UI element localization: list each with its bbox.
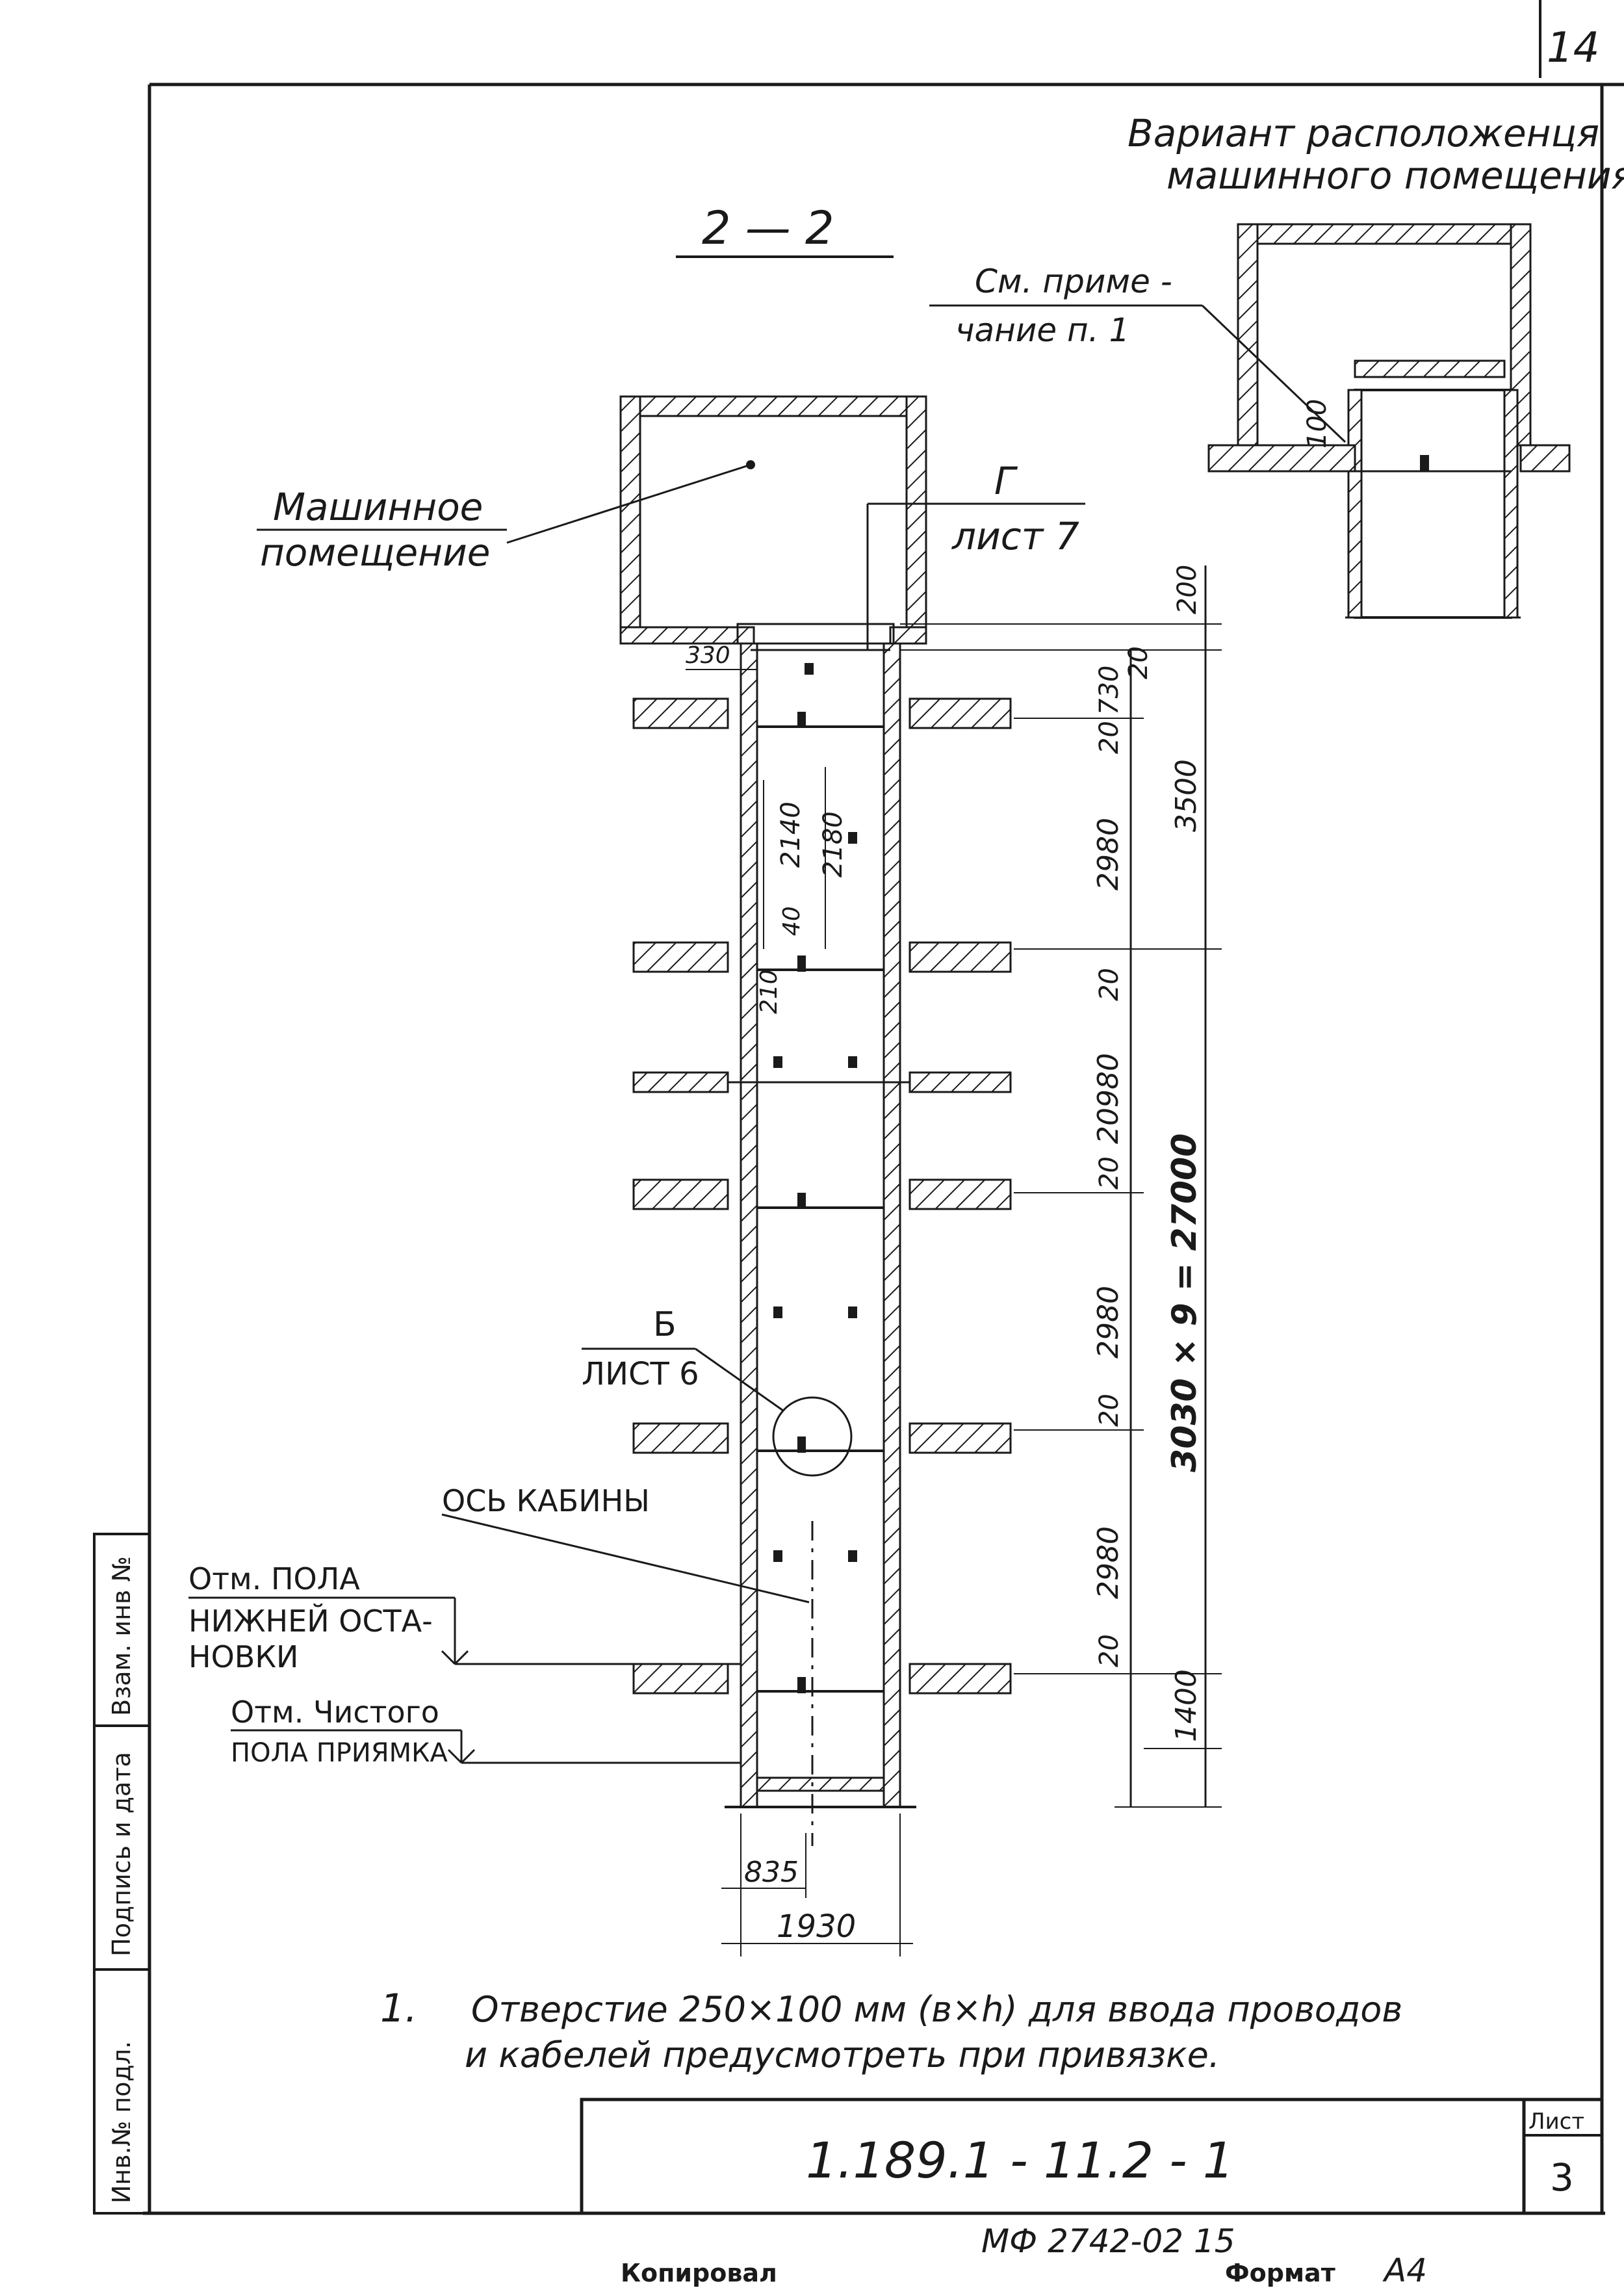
side-stamp: Инв.№ подл. Подпись и дата Взам. инв № — [93, 1533, 151, 2215]
format-label: Формат — [1225, 2259, 1335, 2287]
dim-2980-b: 2980 — [1092, 1286, 1125, 1358]
dimension-chain-right: 200 20 730 20 3500 2980 20 20980 20 2980… — [900, 565, 1222, 1808]
page-number: 14 — [1547, 24, 1599, 72]
cabin-axis: ОСЬ КАБИНЫ — [441, 1483, 814, 1846]
lift-shaft — [725, 642, 916, 1808]
dim-730: 730 — [1094, 666, 1124, 715]
dim-210: 210 — [756, 969, 782, 1014]
dim-27000: 3030 × 9 = 27000 — [1165, 1134, 1204, 1472]
dim-20980: 20980 — [1092, 1053, 1125, 1144]
floor-marks: Отм. ПОЛА НИЖНЕЙ ОСТА- НОВКИ Отм. Чистог… — [188, 1561, 741, 1768]
dim-200: 200 — [1172, 565, 1202, 614]
ref-b-letter: Б — [653, 1305, 677, 1344]
variant-note-line1: См. приме - — [975, 263, 1172, 300]
stamp-podpis-data: Подпись и дата — [107, 1752, 136, 1956]
machine-room-label-line1: Машинное — [273, 485, 483, 529]
footer: МФ 2742-02 15 Копировал Формат А4 — [621, 2222, 1427, 2288]
format-value: А4 — [1382, 2252, 1427, 2288]
dim-20-d: 20 — [1094, 1394, 1124, 1427]
ref-b-callout: Б ЛИСТ 6 — [582, 1305, 853, 1477]
ref-b-sheet: ЛИСТ 6 — [582, 1356, 699, 1392]
machine-room: Машинное помещение — [257, 395, 927, 645]
wall-openings — [773, 663, 857, 1562]
sheet-label: Лист — [1528, 2109, 1584, 2135]
doc-code: 1.189.1 - 11.2 - 1 — [806, 2131, 1234, 2189]
bottom-dimensions: 835 1930 — [721, 1814, 913, 1956]
interior-dimensions: 2140 2180 40 210 330 — [686, 642, 848, 1014]
stamp-vzam-inv: Взам. инв № — [107, 1556, 136, 1716]
floor-mark-line1: Отм. ПОЛА — [188, 1561, 360, 1596]
section-title: 2 — 2 — [702, 202, 834, 255]
dim-20-a: 20 — [1094, 721, 1124, 754]
variant-title-line1: Вариант расположенця — [1128, 111, 1599, 155]
variant-note-line2: чание п. 1 — [955, 311, 1129, 349]
dim-20-e: 20 — [1094, 1634, 1124, 1667]
pit-mark-line2: ПОЛА ПРИЯМКА — [231, 1738, 448, 1768]
dim-330: 330 — [686, 642, 730, 669]
ref-g-letter: Г — [994, 459, 1018, 503]
dim-1400: 1400 — [1170, 1669, 1203, 1742]
note-line2: и кабелей предусмотреть при привязке. — [465, 2034, 1220, 2075]
title-block: 1.189.1 - 11.2 - 1 Лист 3 — [580, 2098, 1604, 2215]
floor-mark-line3: НОВКИ — [188, 1639, 298, 1674]
dim-2140: 2140 — [776, 801, 806, 868]
stamp-inv-podl: Инв.№ подл. — [107, 2041, 136, 2204]
note-number: 1. — [380, 1986, 417, 2031]
section-title-group: 2 — 2 — [676, 202, 894, 258]
dim-40: 40 — [779, 906, 805, 936]
variant-title-line2: машинного помещения — [1166, 153, 1624, 198]
floor-mark-line2: НИЖНЕЙ ОСТА- — [188, 1604, 433, 1639]
cabin-axis-label: ОСЬ КАБИНЫ — [442, 1483, 650, 1518]
variant-inset: Вариант расположенця машинного помещения… — [929, 111, 1624, 619]
dim-2980-a: 2980 — [1092, 818, 1125, 890]
machine-room-label-line2: помещение — [260, 530, 490, 575]
note-line1: Отверстие 250×100 мм (в×h) для ввода про… — [471, 1989, 1402, 2030]
floor-slabs — [632, 697, 1012, 1695]
dim-20-b: 20 — [1094, 968, 1124, 1001]
variant-dim-100: 100 — [1302, 399, 1332, 448]
notes: 1. Отверстие 250×100 мм (в×h) для ввода … — [380, 1986, 1402, 2075]
dim-20-c: 20 — [1094, 1156, 1124, 1190]
sheet-number: 3 — [1550, 2155, 1574, 2200]
ref-g-callout: Г лист 7 — [866, 459, 1085, 650]
dim-2980-c: 2980 — [1092, 1526, 1125, 1599]
dim-3500: 3500 — [1170, 759, 1203, 832]
dim-2180: 2180 — [818, 811, 848, 878]
dim-top-20: 20 — [1124, 646, 1154, 679]
dim-1930: 1930 — [777, 1908, 856, 1945]
archive-code: МФ 2742-02 15 — [981, 2222, 1235, 2260]
copied-label: Копировал — [621, 2259, 777, 2287]
dim-835: 835 — [744, 1856, 799, 1889]
ref-g-sheet: лист 7 — [951, 514, 1079, 558]
pit-mark-line1: Отм. Чистого — [231, 1695, 439, 1730]
